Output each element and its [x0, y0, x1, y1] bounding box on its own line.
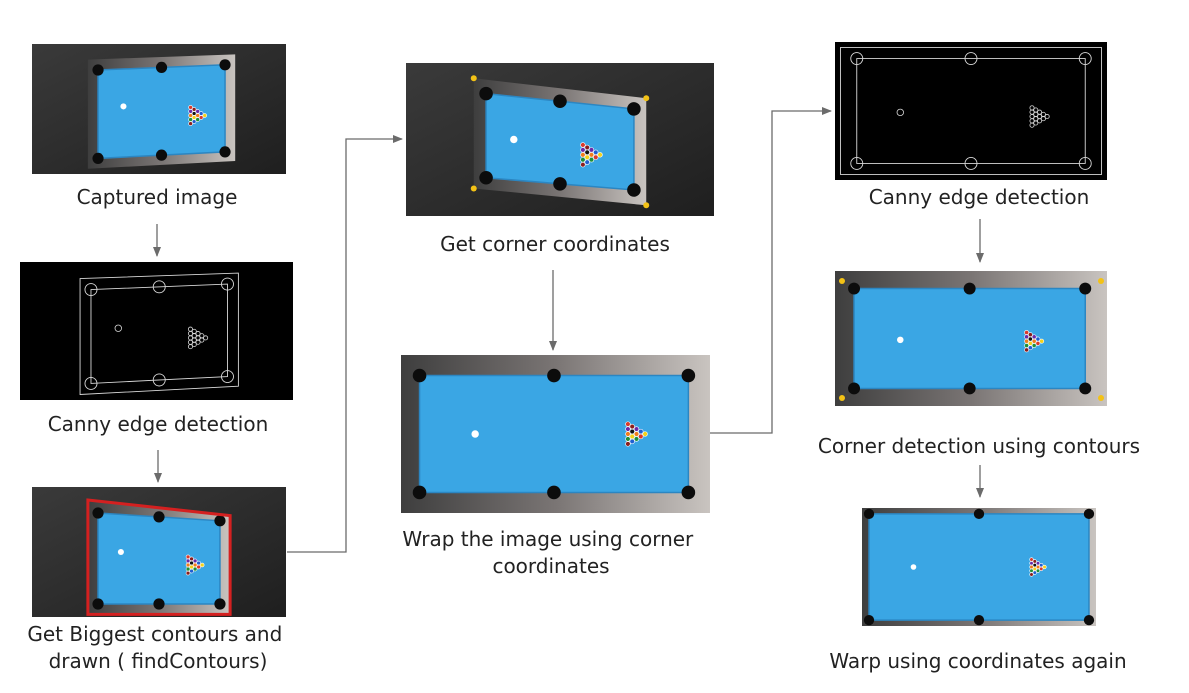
label-corners: Get corner coordinates — [440, 232, 670, 256]
arrow-wrap-to-canny2 — [710, 107, 832, 434]
captured-image — [32, 44, 286, 174]
canny-edge-image-1 — [20, 262, 293, 400]
label-warp-again: Warp using coordinates again — [829, 649, 1126, 673]
canny-edge-image-2 — [835, 42, 1107, 180]
label-contours: Get Biggest contours and drawn ( findCon… — [27, 622, 288, 673]
arrows — [153, 107, 984, 553]
warp-again-image — [862, 508, 1096, 626]
contours-image — [32, 487, 286, 617]
corner-detection-image — [835, 271, 1107, 406]
label-canny-1: Canny edge detection — [48, 412, 269, 436]
label-corner-contours: Corner detection using contours — [818, 434, 1140, 458]
label-wrap: Wrap the image using corner coordinates — [402, 527, 699, 578]
corner-coordinates-image — [406, 63, 714, 216]
label-canny-2: Canny edge detection — [869, 185, 1090, 209]
wrapped-image — [401, 355, 710, 513]
arrow-contours-to-corners — [287, 135, 403, 553]
label-captured: Captured image — [77, 185, 238, 209]
